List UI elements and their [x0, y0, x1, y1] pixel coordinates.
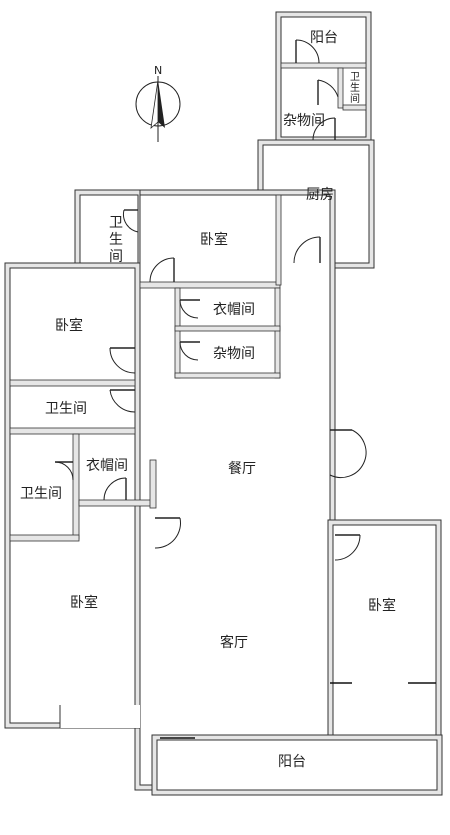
- label-storage-mid: 杂物间: [213, 346, 255, 362]
- label-bedroom-bottom-left: 卧室: [70, 594, 98, 611]
- label-bedroom-top: 卧室: [200, 231, 228, 248]
- label-wc-top-left: 卫生间: [109, 215, 123, 265]
- exterior-walls: [4, 11, 443, 796]
- label-storage-top: 杂物间: [283, 113, 325, 129]
- label-kitchen: 厨房: [306, 187, 334, 203]
- label-bedroom-right: 卧室: [368, 597, 396, 614]
- doors: [54, 39, 367, 561]
- label-bedroom-left: 卧室: [55, 317, 83, 334]
- label-wardrobe-top: 衣帽间: [213, 302, 255, 318]
- room-labels: 阳台 杂物间 厨房 卧室 衣帽间 杂物间 卧室 卫生间 衣帽间 卫生间 餐厅 卧…: [20, 30, 396, 770]
- label-dining: 餐厅: [228, 461, 256, 477]
- label-wardrobe-left: 衣帽间: [86, 458, 128, 474]
- interior-walls: [9, 62, 436, 739]
- label-wc-lower-left: 卫生间: [20, 486, 62, 502]
- label-balcony-top: 阳台: [310, 30, 338, 46]
- compass-north-label: N: [154, 64, 162, 77]
- label-wc-small: 卫生间: [350, 72, 360, 105]
- north-compass: N: [135, 64, 181, 142]
- label-living: 客厅: [220, 634, 248, 651]
- label-balcony-bottom: 阳台: [278, 754, 306, 770]
- label-wc-mid-left: 卫生间: [45, 401, 87, 417]
